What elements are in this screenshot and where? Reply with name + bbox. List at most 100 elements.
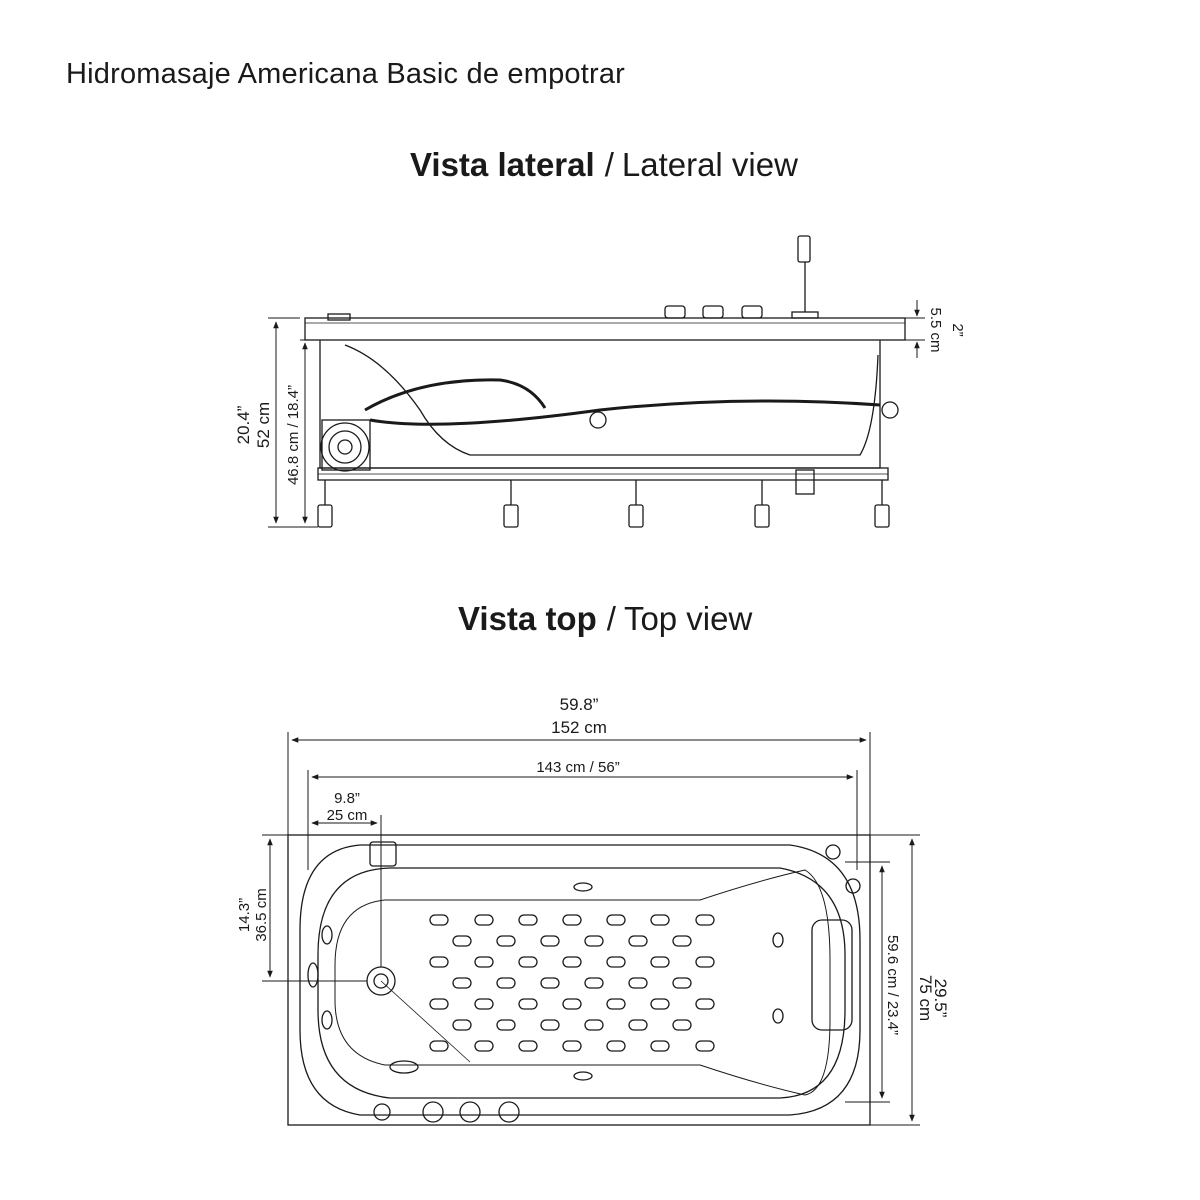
air-jet <box>474 998 494 1010</box>
top-view-title-separator: / <box>606 600 616 637</box>
top-dimensions <box>262 732 920 1126</box>
top-drain-offset-cm: 25 cm <box>327 807 368 824</box>
hand-shower <box>797 235 811 263</box>
air-jet <box>562 956 582 968</box>
valve-junction <box>589 411 607 429</box>
outer-basin <box>299 844 861 1116</box>
air-jet <box>695 1040 715 1052</box>
tub-shell <box>319 340 881 469</box>
air-jet <box>628 935 648 947</box>
air-jet <box>650 998 670 1010</box>
lateral-view-title-regular: Lateral view <box>621 146 798 183</box>
rim-fitting-left <box>327 313 351 321</box>
air-jet <box>429 1040 449 1052</box>
air-jet <box>606 956 626 968</box>
air-jet <box>562 1040 582 1052</box>
page-title: Hidromasaje Americana Basic de empotrar <box>66 58 626 90</box>
air-jet <box>695 914 715 926</box>
air-jet <box>452 935 472 947</box>
air-jet <box>695 956 715 968</box>
air-jet <box>672 935 692 947</box>
drain-outlet <box>795 469 815 495</box>
overflow-fitting <box>881 401 899 419</box>
air-jet <box>452 1019 472 1031</box>
air-jet <box>628 1019 648 1031</box>
support-legs <box>317 480 890 528</box>
overflow-cover <box>369 841 397 867</box>
seat-floor <box>334 869 831 1096</box>
pump-motor <box>320 419 371 472</box>
air-jet <box>496 935 516 947</box>
front-controls <box>373 1101 520 1123</box>
air-jet <box>474 956 494 968</box>
top-inner-width: 59.6 cm / 23.4” <box>884 935 901 1035</box>
air-jet <box>606 998 626 1010</box>
air-jet <box>496 1019 516 1031</box>
air-jet <box>562 914 582 926</box>
lateral-total-height-cm: 52 cm <box>254 402 273 448</box>
top-inner-length: 143 cm / 56” <box>536 759 619 776</box>
top-drain-offset-in: 9.8” <box>334 790 360 807</box>
air-jet <box>672 977 692 989</box>
air-jet <box>540 1019 560 1031</box>
air-jet <box>584 1019 604 1031</box>
corner-fitting-side <box>845 878 861 894</box>
tub-outline <box>287 834 871 1126</box>
air-jet <box>518 998 538 1010</box>
top-view-title-regular: Top view <box>623 600 753 637</box>
air-jet <box>672 1019 692 1031</box>
rim-controls <box>664 235 819 319</box>
air-jet <box>452 977 472 989</box>
lateral-view-drawing <box>304 235 906 528</box>
water-pipe <box>364 378 547 412</box>
air-jet <box>695 998 715 1010</box>
air-jet <box>584 977 604 989</box>
top-width-in: 29.5” <box>931 979 950 1018</box>
air-jet-grid <box>429 914 715 1052</box>
air-jet <box>650 1040 670 1052</box>
air-jet <box>650 914 670 926</box>
air-jet <box>429 956 449 968</box>
air-jet <box>584 935 604 947</box>
air-pipe <box>369 399 881 426</box>
side-jets <box>307 882 784 1081</box>
lateral-rim-in: 2” <box>949 323 966 336</box>
air-jet <box>429 914 449 926</box>
light-fixture <box>389 1060 419 1074</box>
air-jet <box>540 935 560 947</box>
top-width-cm: 75 cm <box>916 975 935 1021</box>
lateral-rim-cm: 5.5 cm <box>927 307 944 352</box>
air-jet <box>628 977 648 989</box>
lateral-dimensions <box>268 300 925 528</box>
air-jet <box>518 956 538 968</box>
air-jet <box>518 914 538 926</box>
top-view-drawing <box>287 834 871 1126</box>
air-jet <box>474 914 494 926</box>
air-jet <box>650 956 670 968</box>
lateral-view-title: Vista lateral/Lateral view <box>410 146 798 184</box>
top-view-title: Vista top/Top view <box>458 600 752 638</box>
lateral-total-height-in: 20.4” <box>234 405 253 444</box>
inner-basin <box>317 867 846 1099</box>
top-length-cm: 152 cm <box>551 718 607 737</box>
air-jet <box>474 1040 494 1052</box>
lateral-view-title-bold: Vista lateral <box>410 146 595 183</box>
corner-fitting-top <box>825 844 841 860</box>
headrest-pillow <box>811 919 853 1031</box>
top-drain-side-cm: 36.5 cm <box>253 888 270 941</box>
air-jet <box>518 1040 538 1052</box>
air-jet <box>429 998 449 1010</box>
air-jet <box>606 914 626 926</box>
top-view-title-bold: Vista top <box>458 600 597 637</box>
top-length-in: 59.8” <box>560 695 599 714</box>
air-jet <box>540 977 560 989</box>
tub-rim <box>304 317 906 341</box>
air-jet <box>606 1040 626 1052</box>
lateral-view-title-separator: / <box>604 146 614 183</box>
air-jet <box>496 977 516 989</box>
air-jet <box>562 998 582 1010</box>
tub-basin <box>344 344 879 456</box>
drain-leader <box>380 980 471 1063</box>
lateral-tub-height: 46.8 cm / 18.4” <box>285 385 302 485</box>
